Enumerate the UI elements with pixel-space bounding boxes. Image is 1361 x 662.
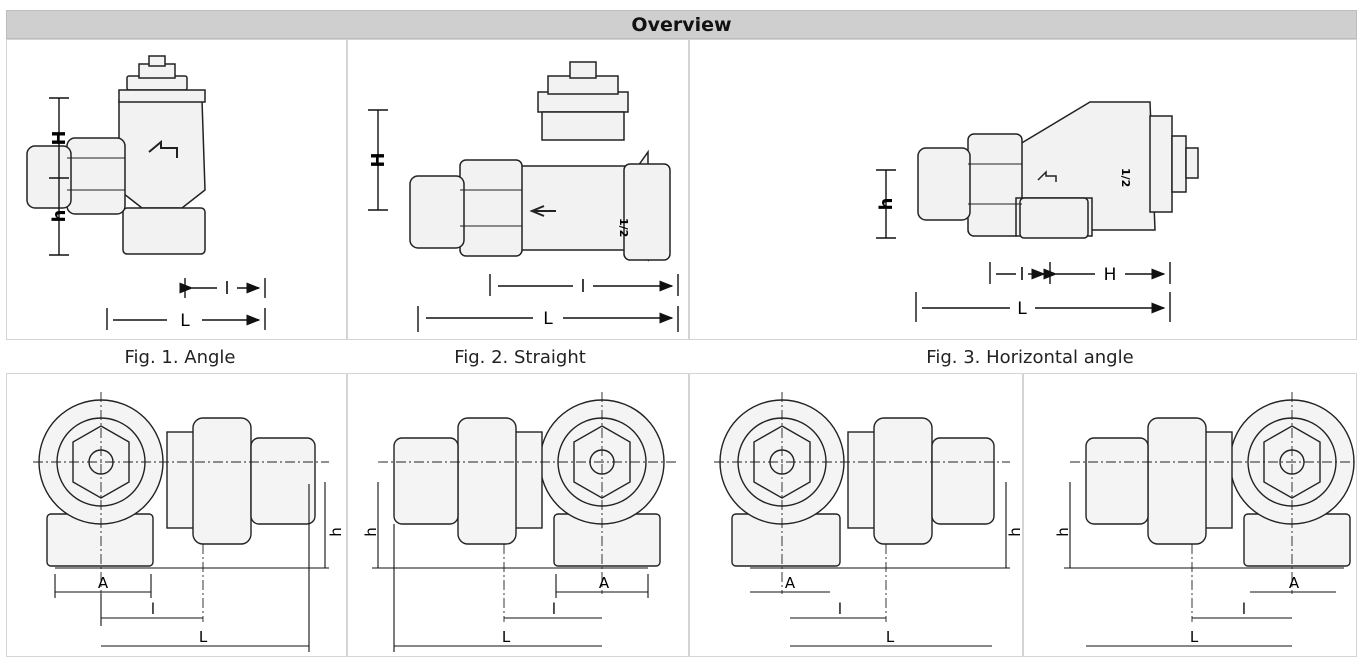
dim-L: L xyxy=(543,309,553,329)
overview-title: Overview xyxy=(631,13,732,36)
side-view-row: H h l L xyxy=(6,39,1357,340)
dim-L: L xyxy=(1190,628,1199,646)
fig3-horizontal-angle-panel: 1/2 h l H L xyxy=(689,39,1357,340)
dim-h: h xyxy=(876,198,897,211)
fig3-caption: Fig. 3. Horizontal angle xyxy=(926,347,1134,368)
top-view-4: A l L h xyxy=(1023,373,1357,657)
dim-L: L xyxy=(1017,299,1027,319)
straight-valve-drawing: 1/2 H l L xyxy=(368,61,679,332)
dim-L: L xyxy=(886,628,895,646)
dim-l: l xyxy=(1242,600,1246,618)
dim-h: h xyxy=(1054,527,1072,537)
size-marking: 1/2 xyxy=(1119,168,1132,187)
fig1-angle-panel: H h l L xyxy=(6,39,347,340)
dim-l: l xyxy=(1020,265,1025,285)
dim-A: A xyxy=(785,574,796,592)
dim-L: L xyxy=(180,311,190,331)
dim-l: l xyxy=(552,600,556,618)
top-view-1: A l L h xyxy=(6,373,347,657)
angle-valve-drawing: H h l L xyxy=(26,55,266,331)
top-view-2: A l L h xyxy=(347,373,689,657)
dim-l: l xyxy=(838,600,842,618)
size-marking: 1/2 xyxy=(617,218,630,237)
dim-l: l xyxy=(225,279,230,299)
dim-A: A xyxy=(98,574,109,592)
dim-A: A xyxy=(599,574,610,592)
horizontal-angle-valve-drawing: 1/2 h l H L xyxy=(876,101,1199,322)
top-view-1-drawing: A l L h xyxy=(33,392,345,652)
dim-h: h xyxy=(1006,527,1024,537)
dim-H: H xyxy=(49,130,70,145)
fig2-straight-panel: 1/2 H l L xyxy=(347,39,689,340)
fig1-caption: Fig. 1. Angle xyxy=(124,347,236,368)
dim-H: H xyxy=(1104,265,1117,285)
dim-l: l xyxy=(151,600,155,618)
top-view-row: A l L h xyxy=(6,373,1357,657)
dim-H: H xyxy=(368,152,389,167)
top-view-3-drawing: A l L h xyxy=(714,392,1024,647)
top-view-4-drawing: A l L h xyxy=(1054,392,1355,647)
dim-h: h xyxy=(327,527,345,537)
top-view-3: A l L h xyxy=(689,373,1024,657)
fig2-caption: Fig. 2. Straight xyxy=(454,347,586,368)
dim-l: l xyxy=(581,277,586,297)
dim-A: A xyxy=(1289,574,1300,592)
dim-L: L xyxy=(502,628,511,646)
top-view-2-drawing: A l L h xyxy=(362,392,678,652)
dim-h: h xyxy=(49,210,70,223)
overview-header: Overview xyxy=(6,10,1357,39)
dim-h: h xyxy=(362,527,380,537)
dim-L: L xyxy=(199,628,208,646)
